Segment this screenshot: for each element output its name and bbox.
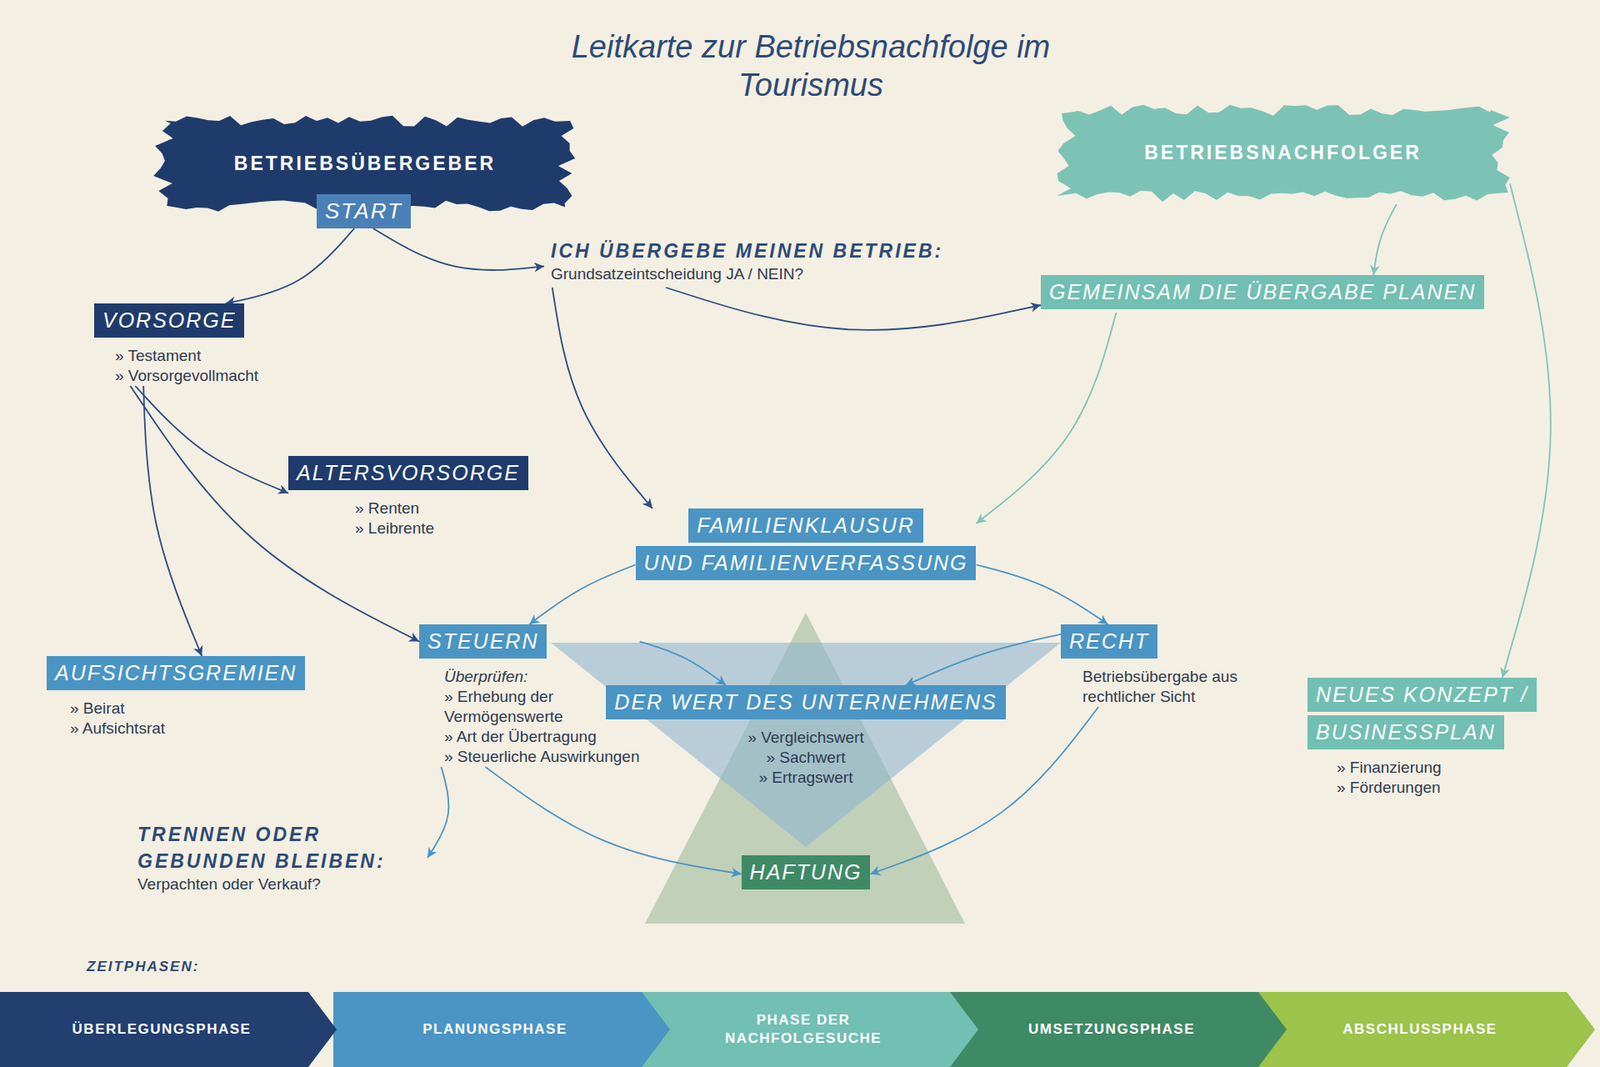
chevron-shape [641,991,979,1067]
node-heading: ABSCHLUSSPHASE [1342,1020,1497,1039]
node-heading: ALTERSVORSORGE [288,455,529,490]
node-text: » Art der Übertragung [444,726,640,747]
successor-banner: BETRIEBSNACHFOLGER [1055,101,1510,205]
node-heading: DER WERT DES UNTERNEHMENS [605,685,1005,720]
chevron-fill [333,991,670,1067]
flow-arrow [225,228,355,304]
flow-arrow [427,766,449,858]
node-heading: VORSORGE [94,303,245,338]
brush-stroke [1056,105,1510,202]
node-text: » Erhebung der Vermögenswerte [444,686,595,727]
flow-arrow [975,565,1108,625]
flow-arrow [870,706,1099,875]
phase-heading: ZEITPHASEN: [86,958,200,975]
flow-arrow [975,312,1116,524]
node-heading: UND FAMILIENVERFASSUNG [635,545,977,580]
node-text: » Leibrente [355,518,529,539]
flow-arrow [552,287,653,509]
node-heading: ÜBERLEGUNGSPHASE [72,1020,252,1039]
process-box: FAMILIENKLAUSURUND FAMILIENVERFASSUNG [635,508,977,584]
phase-chevron: ÜBERLEGUNGSPHASE [0,991,337,1067]
process-box: RECHT Betriebsübergabe aus rechtlicher Si… [1060,624,1250,707]
node-heading: FAMILIENKLAUSUR [688,508,924,543]
start-box: START [316,194,411,229]
node-heading: RECHT [1060,624,1158,659]
flow-arrow [639,641,726,685]
process-box: NEUES KONZEPT /BUSINESSPLAN » Finanzierun… [1307,677,1537,798]
phase-chevron: ABSCHLUSSPHASE [1258,991,1595,1067]
node-text: Verpachten oder Verkauf? [137,874,421,895]
process-box: ALTERSVORSORGE » Renten» Leibrente [288,455,529,539]
flow-arrow [665,287,1041,330]
chevron-fill [641,991,979,1067]
node-heading: GEMEINSAM DIE ÜBERGABE PLANEN [1040,275,1485,310]
phase-chevron: PHASE DER NACHFOLGESUCHE [641,991,979,1067]
process-box: DER WERT DES UNTERNEHMENS » Vergleichswer… [605,685,1005,788]
node-text: Betriebsübergabe aus rechtlicher Sicht [1082,666,1250,707]
flow-arrow [1502,183,1551,678]
node-heading: BUSINESSPLAN [1307,715,1505,750]
flow-arrow [135,385,289,494]
node-heading: PHASE DER NACHFOLGESUCHE [715,1010,891,1048]
node-heading: BETRIEBSNACHFOLGER [1144,141,1422,165]
decision-text: ICH ÜBERGEBE MEINEN BETRIEB:Grundsatzein… [544,234,950,288]
node-text: Überprüfen: [444,666,640,687]
node-text: » Vorsorgevollmacht [115,365,259,386]
inverted-triangle [550,642,1061,847]
flow-arrow [905,634,1061,685]
node-text: » Beirat [70,698,305,719]
chevron-fill [1258,991,1595,1067]
process-box: HAFTUNG [741,855,871,893]
flow-arrow [529,565,635,625]
node-text: » Förderungen [1336,777,1537,798]
node-text: » Aufsichtsrat [70,718,305,739]
node-text: » Testament [115,345,259,366]
node-heading: NEUES KONZEPT / [1307,677,1537,712]
flow-arrow [1373,204,1397,275]
node-text: » Ertragswert [605,767,1005,788]
node-text: » Steuerliche Auswirkungen [444,746,640,767]
flow-arrow [485,766,741,875]
node-heading: STEUERN [419,624,547,659]
node-text: » Vergleichswert [605,727,1005,748]
flow-arrow [373,228,545,270]
node-heading: HAFTUNG [741,855,871,890]
node-heading: START [316,194,411,229]
phase-chevron: PLANUNGSPHASE [333,991,670,1067]
decision-text: TRENNEN ODER GEBUNDEN BLEIBEN:Verpachten… [130,817,428,898]
process-box: AUFSICHTSGREMIEN » Beirat» Aufsichtsrat [46,655,305,739]
node-heading: ICH ÜBERGEBE MEINEN BETRIEB: [550,237,944,265]
node-heading: AUFSICHTSGREMIEN [46,655,305,690]
node-heading: PLANUNGSPHASE [422,1020,567,1039]
node-heading: UMSETZUNGSPHASE [1028,1020,1195,1039]
process-box: VORSORGE » Testament» Vorsorgevollmacht [94,303,259,386]
node-heading: TRENNEN ODER GEBUNDEN BLEIBEN: [137,820,421,875]
node-text: » Sachwert [605,747,1005,768]
process-box: GEMEINSAM DIE ÜBERGABE PLANEN [1040,275,1485,313]
node-text: » Renten [355,498,529,519]
flow-arrow [143,385,202,656]
node-text: » Finanzierung [1336,757,1537,778]
chevron-fill [950,991,1287,1067]
node-text: Grundsatzeintscheidung JA / NEIN? [550,264,944,285]
chevron-fill [0,991,337,1067]
phase-chevron: UMSETZUNGSPHASE [950,991,1287,1067]
diagram-title: Leitkarte zur Betriebsnachfolge im Touri… [535,28,1086,105]
node-heading: BETRIEBSÜBERGEBER [234,152,496,175]
